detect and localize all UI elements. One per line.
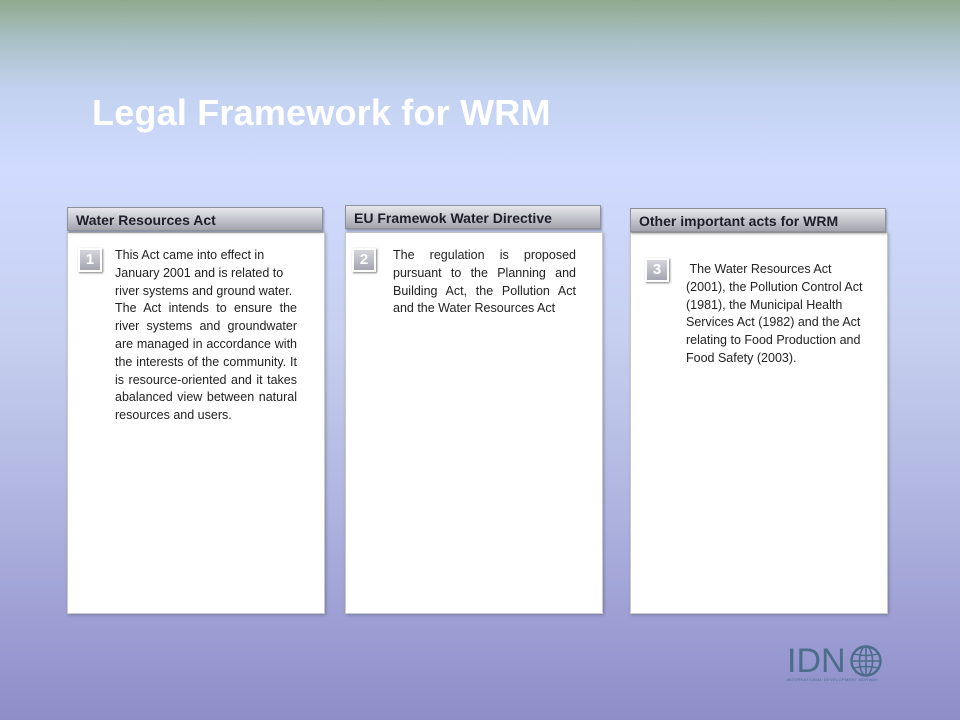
panel-other-acts xyxy=(630,232,888,614)
paragraph-3a: The Water Resources Act (2001), the Poll… xyxy=(686,262,866,365)
badge-number-3: 3 xyxy=(645,258,669,282)
text-block-3: The Water Resources Act (2001), the Poll… xyxy=(686,261,866,368)
idn-logo: IDN INTERNATIONAL DEVELOPMENT NORWAY xyxy=(787,644,887,686)
logo-subtitle: INTERNATIONAL DEVELOPMENT NORWAY xyxy=(787,677,879,682)
paragraph-1b: The Act intends to ensure the river syst… xyxy=(115,301,297,423)
slide-title: Legal Framework for WRM xyxy=(92,92,551,133)
badge-number-1: 1 xyxy=(78,248,102,272)
text-block-2: The regulation is proposed pursuant to t… xyxy=(393,247,576,318)
panel-water-resources-act xyxy=(67,232,325,614)
panel-eu-framework-directive xyxy=(345,232,603,614)
header-water-resources-act: Water Resources Act xyxy=(67,207,323,231)
badge-number-2: 2 xyxy=(352,248,376,272)
paragraph-1a: This Act came into effect in January 200… xyxy=(115,248,293,298)
globe-icon xyxy=(850,645,882,677)
text-block-1: This Act came into effect in January 200… xyxy=(115,247,297,425)
paragraph-2a: The regulation is proposed pursuant to t… xyxy=(393,248,576,316)
logo-text: IDN xyxy=(787,642,846,680)
header-eu-framework-directive: EU Framewok Water Directive xyxy=(345,205,601,229)
header-other-acts: Other important acts for WRM xyxy=(630,208,886,232)
